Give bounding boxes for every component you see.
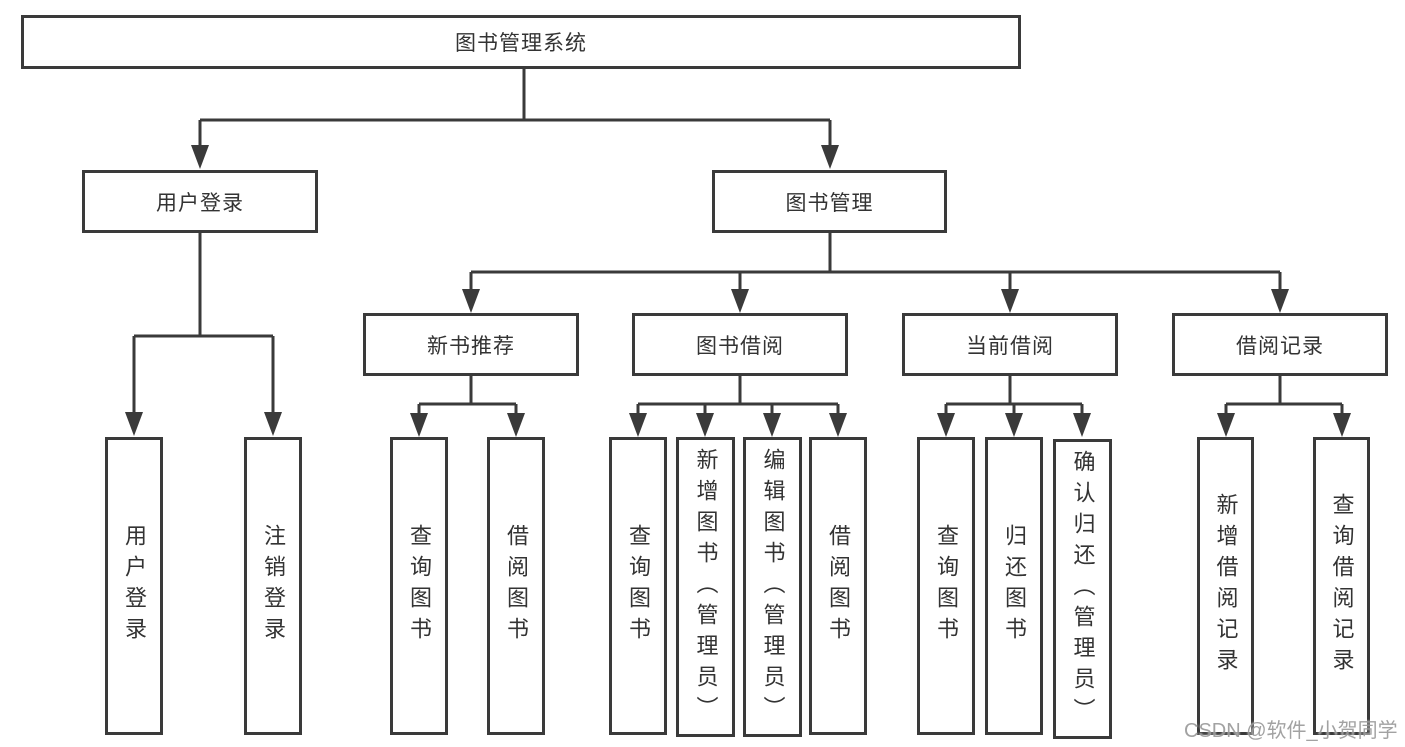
node-label: 借阅图书: [504, 524, 529, 648]
node-label: 查询图书: [407, 524, 432, 648]
node-user-login: 用户登录: [82, 170, 318, 233]
node-library-management-system: 图书管理系统: [21, 15, 1021, 69]
node-borrowing-records: 借阅记录: [1172, 313, 1388, 376]
leaf-borrow-books-recommend: 借阅图书: [487, 437, 545, 735]
leaf-add-borrow-record: 新增借阅记录: [1197, 437, 1254, 735]
node-label: 借阅记录: [1236, 334, 1324, 358]
node-label: 新书推荐: [427, 334, 515, 358]
arrowhead-down-icon: [191, 145, 209, 169]
arrowhead-down-icon: [264, 412, 282, 436]
leaf-logout: 注销登录: [244, 437, 302, 735]
node-label: 注销登录: [261, 524, 286, 648]
arrowhead-down-icon: [696, 413, 714, 437]
node-label: 用户登录: [122, 524, 147, 648]
node-book-management: 图书管理: [712, 170, 947, 233]
arrowhead-down-icon: [1005, 413, 1023, 437]
arrowhead-down-icon: [1217, 413, 1235, 437]
node-label: 查询图书: [934, 524, 959, 648]
arrowhead-down-icon: [937, 413, 955, 437]
leaf-confirm-return-admin: 确认归还（管理员）: [1053, 439, 1112, 739]
node-book-borrowing: 图书借阅: [632, 313, 848, 376]
node-label: 当前借阅: [966, 334, 1054, 358]
node-label: 图书管理系统: [455, 32, 587, 55]
arrowhead-down-icon: [125, 412, 143, 436]
leaf-borrow-books-borrowing: 借阅图书: [809, 437, 867, 735]
arrowhead-down-icon: [629, 413, 647, 437]
node-new-book-recommendation: 新书推荐: [363, 313, 579, 376]
arrowhead-down-icon: [507, 413, 525, 437]
node-label: 借阅图书: [826, 524, 851, 648]
leaf-query-books-recommend: 查询图书: [390, 437, 448, 735]
arrowhead-down-icon: [410, 413, 428, 437]
leaf-add-books-admin: 新增图书（管理员）: [676, 437, 735, 737]
csdn-watermark: CSDN @软件_小贺同学: [1184, 720, 1398, 742]
node-label: 查询借阅记录: [1329, 493, 1355, 679]
leaf-edit-books-admin: 编辑图书（管理员）: [743, 437, 802, 737]
node-label: 编辑图书（管理员）: [760, 447, 786, 727]
arrowhead-down-icon: [1271, 289, 1289, 313]
leaf-query-borrow-record: 查询借阅记录: [1313, 437, 1370, 735]
arrowhead-down-icon: [829, 413, 847, 437]
leaf-query-books-borrowing: 查询图书: [609, 437, 667, 735]
arrowhead-down-icon: [1333, 413, 1351, 437]
node-current-borrowing: 当前借阅: [902, 313, 1118, 376]
node-label: 查询图书: [626, 524, 651, 648]
node-label: 归还图书: [1002, 524, 1027, 648]
node-label: 新增图书（管理员）: [693, 447, 719, 727]
node-label: 图书借阅: [696, 334, 784, 358]
arrowhead-down-icon: [462, 289, 480, 313]
node-label: 新增借阅记录: [1213, 493, 1239, 679]
leaf-return-books: 归还图书: [985, 437, 1043, 735]
node-label: 确认归还（管理员）: [1070, 449, 1096, 729]
arrowhead-down-icon: [821, 145, 839, 169]
arrowhead-down-icon: [731, 289, 749, 313]
arrowhead-down-icon: [1073, 413, 1091, 437]
node-label: 用户登录: [156, 191, 244, 215]
leaf-query-books-current: 查询图书: [917, 437, 975, 735]
arrowhead-down-icon: [763, 413, 781, 437]
leaf-user-login: 用户登录: [105, 437, 163, 735]
node-label: 图书管理: [785, 191, 874, 215]
arrowhead-down-icon: [1001, 289, 1019, 313]
